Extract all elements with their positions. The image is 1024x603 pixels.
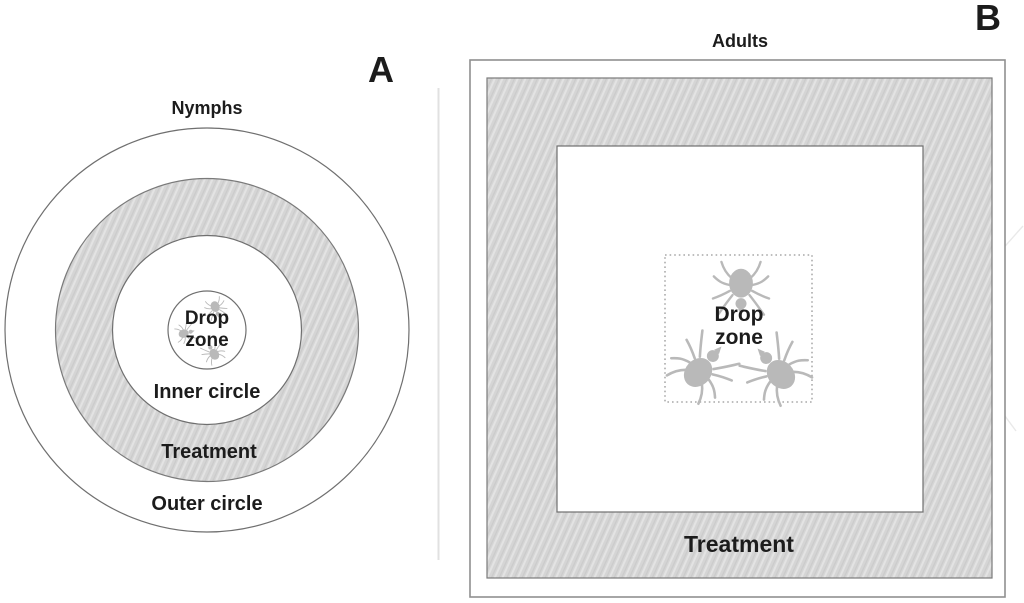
panel-a: A Nymphs Drop zone Inner circle Treatmen… (4, 49, 410, 533)
treatment-ring-label: Treatment (161, 441, 257, 463)
treatment-band-label: Treatment (684, 531, 794, 557)
drop-zone-label-line2: zone (715, 326, 763, 349)
drop-zone-circle (167, 290, 247, 370)
panel-b-title: Adults (712, 31, 768, 51)
panel-b-letter: B (975, 0, 1001, 38)
outer-circle-label: Outer circle (151, 493, 262, 515)
panel-a-letter: A (368, 49, 394, 90)
drop-zone-label-line1: Drop (185, 308, 229, 329)
inner-circle-label: Inner circle (154, 381, 261, 403)
drop-zone-label-line2: zone (185, 330, 228, 351)
panel-a-title: Nymphs (171, 98, 242, 118)
panel-b: B Adults Drop zone Treatment (469, 0, 1006, 598)
drop-zone-label-line1: Drop (715, 303, 764, 326)
inner-square (556, 145, 924, 513)
